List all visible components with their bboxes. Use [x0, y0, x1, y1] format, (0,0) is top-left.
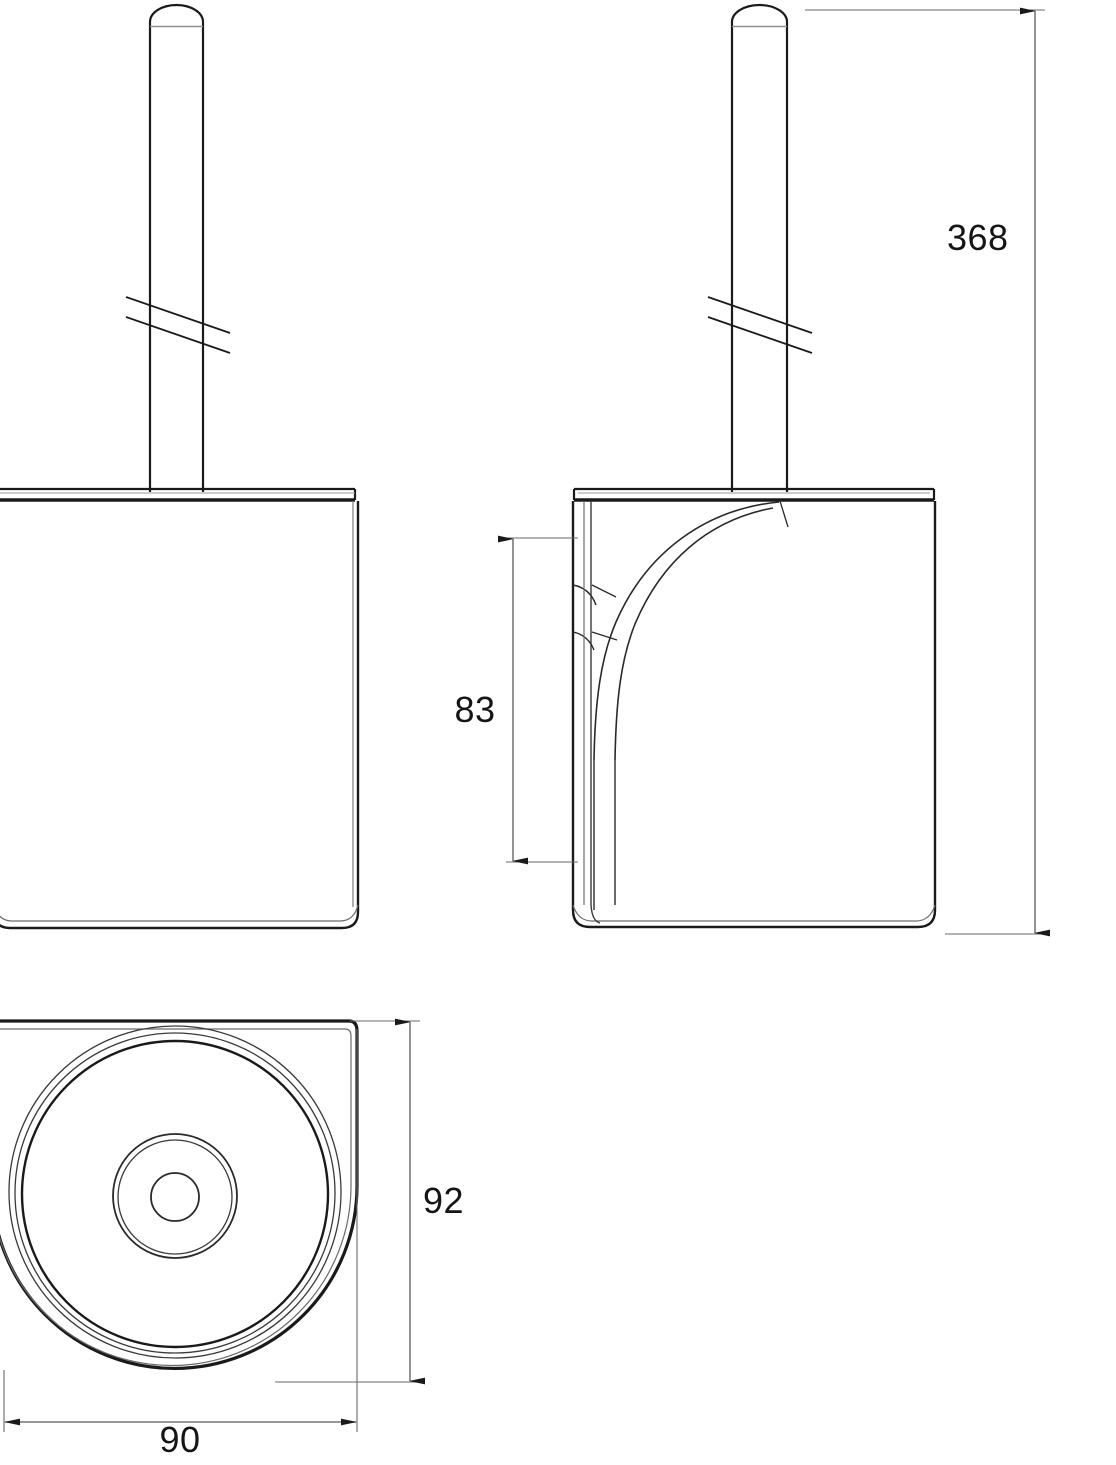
dimension-label-92: 92: [423, 1180, 464, 1221]
front-view-break-symbol: [125, 296, 231, 354]
dimension-83: 83: [454, 535, 578, 865]
front-view-body: [0, 501, 360, 930]
dimension-92: 92: [275, 1018, 464, 1385]
ring-inner-2: [117, 1139, 233, 1255]
ring-outer-2: [14, 1032, 336, 1354]
ring-inner-1: [112, 1133, 238, 1259]
dimension-label-90: 90: [159, 1419, 200, 1460]
side-view-lid: [572, 487, 936, 502]
side-view: [571, 3, 937, 929]
dimension-90: 90: [3, 1029, 358, 1460]
side-view-fillet-detail: [572, 500, 789, 924]
top-view-rings: [8, 1025, 342, 1359]
dimension-368: 368: [805, 7, 1050, 937]
dimension-label-83: 83: [454, 689, 495, 730]
front-view: [0, 3, 360, 930]
front-view-handle-rod: [148, 3, 205, 492]
ring-outer-1: [8, 1025, 342, 1359]
side-view-body: [571, 501, 937, 929]
ring-center-hole: [150, 1172, 200, 1222]
ring-main: [20, 1039, 330, 1349]
dimension-label-368: 368: [947, 217, 1009, 258]
side-view-handle-rod: [730, 3, 789, 492]
front-view-lid: [0, 487, 357, 502]
side-view-break-symbol: [707, 296, 813, 354]
